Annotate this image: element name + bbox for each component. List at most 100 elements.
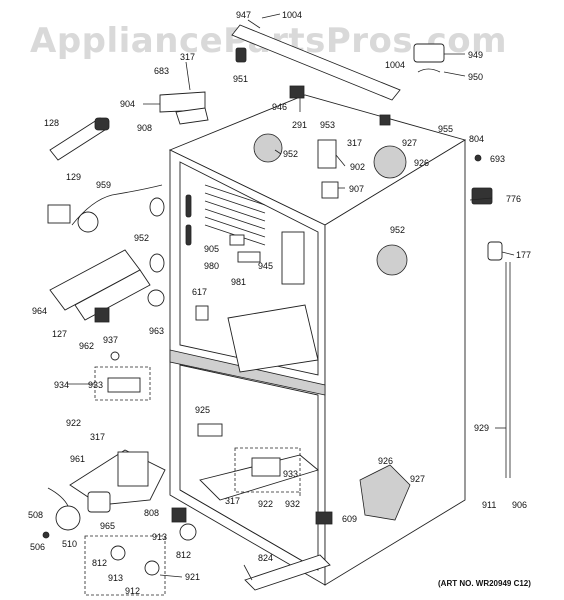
top-gear-926: [373, 145, 407, 179]
liner-slot: [185, 224, 192, 246]
callout-927: 927: [402, 138, 417, 148]
callout-912: 912: [125, 586, 140, 596]
harness-950: [417, 68, 441, 73]
part-925: [197, 423, 223, 437]
callout-945: 945: [258, 261, 273, 271]
part-937: [110, 351, 120, 361]
disc-952: [149, 253, 165, 273]
callout-946: 946: [272, 102, 287, 112]
wheel-912: [144, 560, 160, 576]
evaporator-fins: [204, 184, 266, 246]
part-959: [77, 211, 99, 233]
callout-317: 317: [225, 496, 240, 506]
rail-824: [244, 554, 331, 591]
harness-949: [413, 43, 445, 63]
part-981: [237, 251, 261, 263]
callout-902: 902: [350, 162, 365, 172]
callout-812: 812: [92, 558, 107, 568]
refrigerator-cabinet: [168, 94, 467, 586]
part-965: [87, 491, 111, 513]
callout-776: 776: [506, 194, 521, 204]
mullion: [169, 349, 326, 396]
callout-934: 934: [54, 380, 69, 390]
screw-506: [42, 531, 50, 539]
callout-933: 933: [283, 469, 298, 479]
callout-953: 953: [320, 120, 335, 130]
callout-317: 317: [90, 432, 105, 442]
callout-933: 933: [88, 380, 103, 390]
callout-129: 129: [66, 172, 81, 182]
filter-housing-964: [49, 249, 151, 321]
cabinet-right-side: [324, 139, 466, 586]
callout-950: 950: [468, 72, 483, 82]
callout-617: 617: [192, 287, 207, 297]
callout-808: 808: [144, 508, 159, 518]
group-934: [94, 366, 151, 401]
rear-duct: [281, 231, 305, 285]
leader-lines: [67, 13, 515, 581]
callout-693: 693: [490, 154, 505, 164]
bracket-902: [317, 139, 337, 169]
part-933: [251, 457, 281, 477]
callout-922: 922: [258, 499, 273, 509]
callout-964: 964: [32, 306, 47, 316]
callout-510: 510: [62, 539, 77, 549]
callout-959: 959: [96, 180, 111, 190]
wheel-812: [110, 545, 126, 561]
callout-981: 981: [231, 277, 246, 287]
part-808: [171, 507, 187, 523]
callout-905: 905: [204, 244, 219, 254]
top-gear-952: [253, 133, 283, 163]
callout-1004: 1004: [385, 60, 405, 70]
part-776: [471, 187, 493, 205]
callout-913: 913: [152, 532, 167, 542]
hinge-screw: [379, 114, 391, 126]
callout-925: 925: [195, 405, 210, 415]
gear-926: [359, 464, 411, 521]
callout-291: 291: [292, 120, 307, 130]
screw-693: [474, 154, 482, 162]
callout-812: 812: [176, 550, 191, 560]
part-177: [487, 241, 503, 261]
motor-510: [55, 505, 81, 531]
callout-922: 922: [66, 418, 81, 428]
callout-906: 906: [512, 500, 527, 510]
knob-963: [147, 289, 165, 307]
callout-926: 926: [414, 158, 429, 168]
disc-952: [149, 197, 165, 217]
callout-506: 506: [30, 542, 45, 552]
part-951: [235, 47, 247, 63]
callout-907: 907: [349, 184, 364, 194]
callout-932: 932: [285, 499, 300, 509]
wire-508: [47, 487, 69, 507]
part-905: [229, 234, 245, 246]
part-128: [49, 117, 110, 161]
callout-labels: 947 1004 949 1004 950 317 683 951 904 94…: [28, 10, 531, 596]
liner-slot: [185, 194, 192, 218]
callout-128: 128: [44, 118, 59, 128]
art-number: (ART NO. WR20949 C12): [438, 579, 531, 588]
callout-962: 962: [79, 341, 94, 351]
wheel-812: [179, 523, 197, 541]
callout-929: 929: [474, 423, 489, 433]
callout-508: 508: [28, 510, 43, 520]
dispenser-961: [69, 449, 166, 506]
callout-927: 927: [410, 474, 425, 484]
callout-947: 947: [236, 10, 251, 20]
gear-952: [376, 244, 408, 276]
part-962: [94, 307, 110, 323]
callout-911: 911: [482, 500, 496, 510]
callout-921: 921: [185, 572, 200, 582]
callout-965: 965: [100, 521, 115, 531]
callout-683: 683: [154, 66, 169, 76]
top-hinge-cover: [231, 24, 401, 101]
callout-317: 317: [347, 138, 362, 148]
bracket-907: [321, 181, 339, 199]
callout-177: 177: [516, 250, 531, 260]
liner-floor: [227, 304, 319, 373]
callout-952: 952: [283, 149, 298, 159]
callout-961: 961: [70, 454, 85, 464]
part-617: [195, 305, 209, 321]
callout-952: 952: [390, 225, 405, 235]
